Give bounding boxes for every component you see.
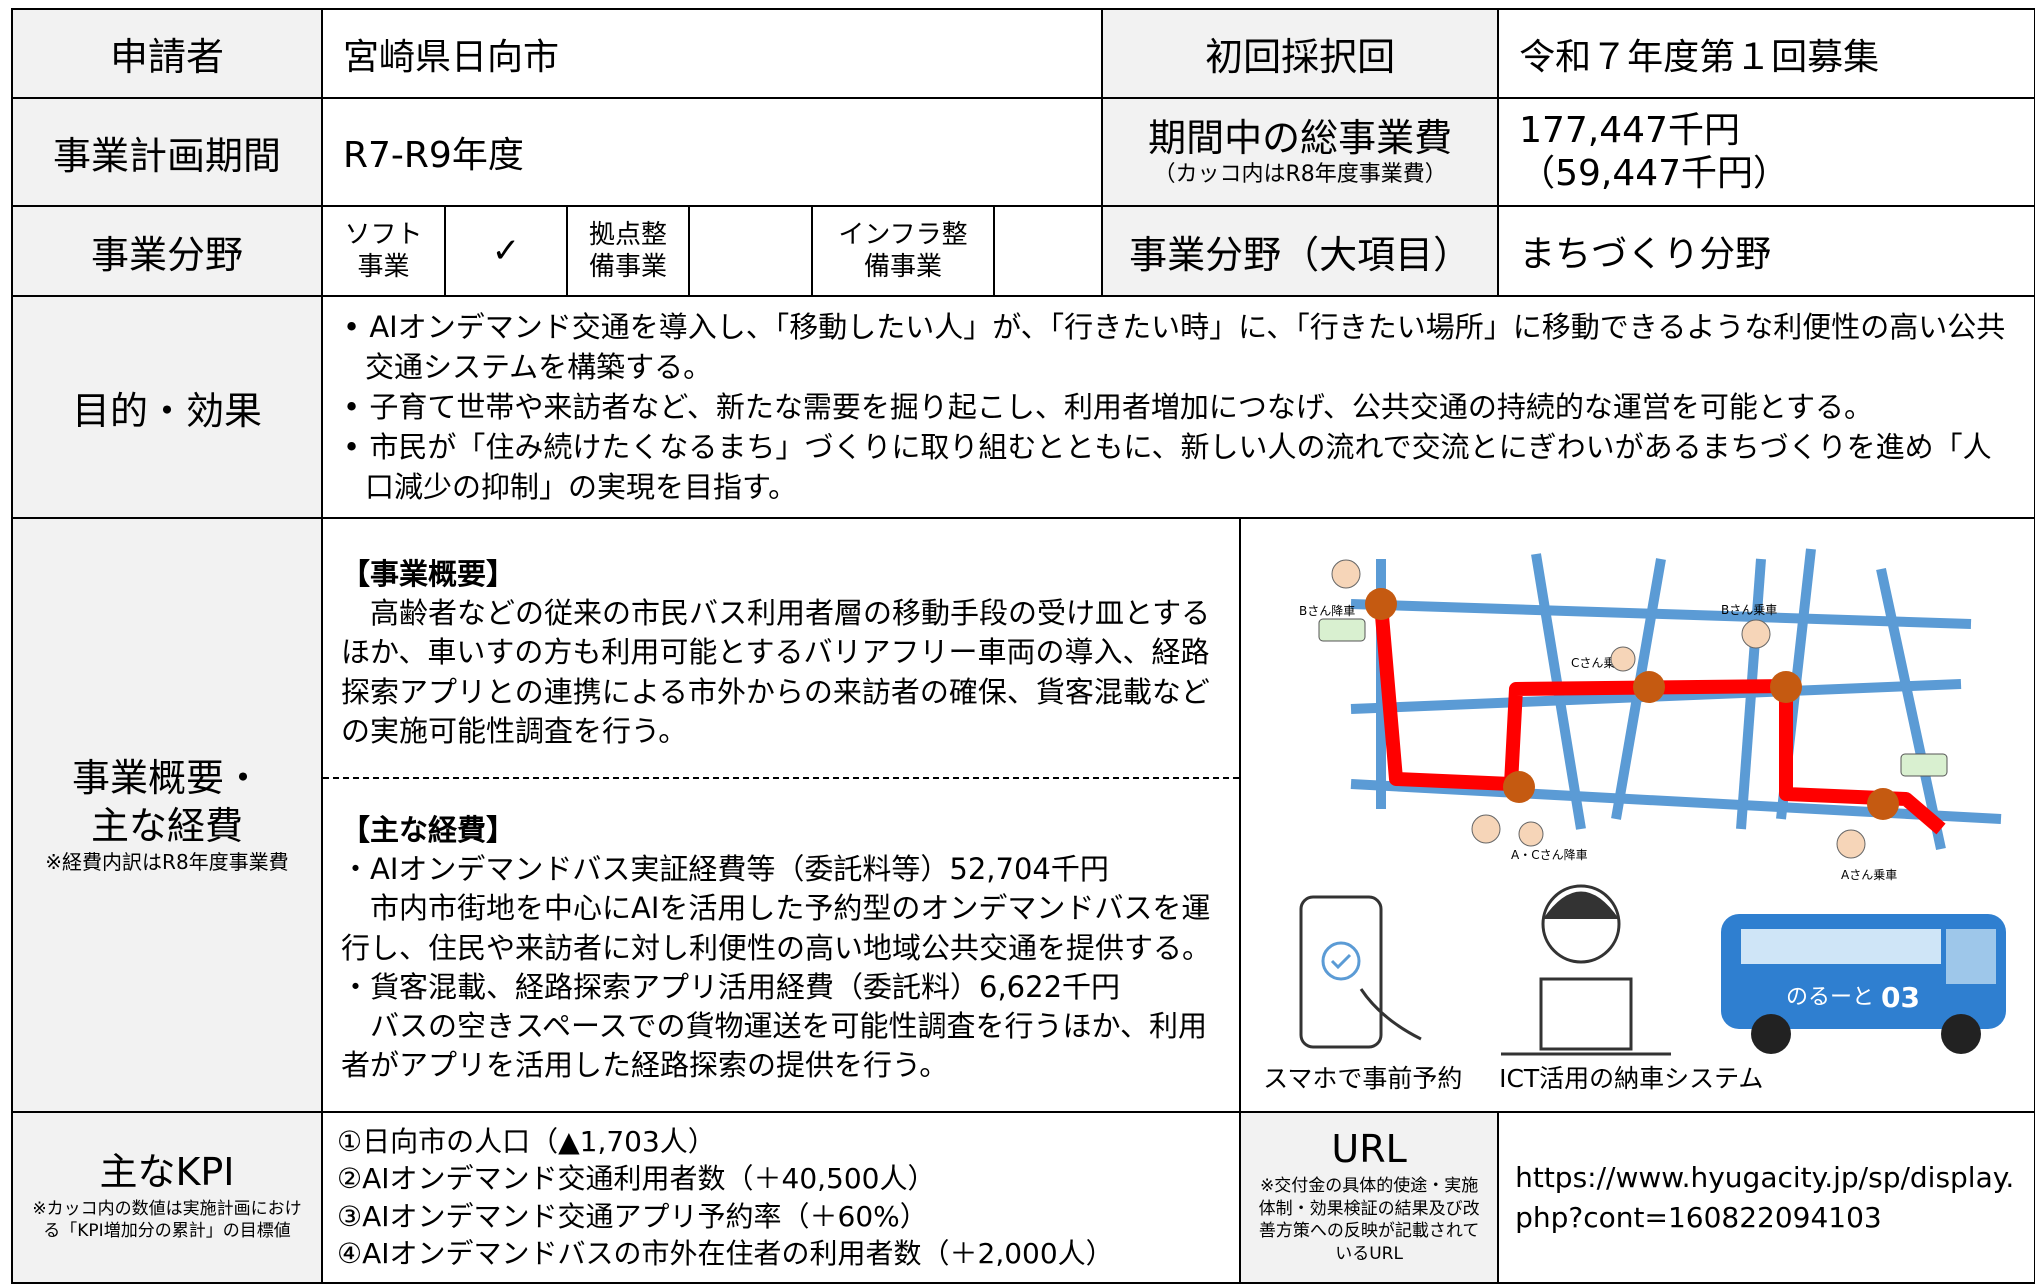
overview-label-cell: 事業概要・ 主な経費 ※経費内訳はR8年度事業費: [11, 517, 323, 1114]
purpose-item: 市民が「住み続けたくなるまち」づくりに取り組むとともに、新しい人の流れで交流とに…: [343, 427, 2014, 507]
caption-smartphone: スマホで事前予約: [1263, 1064, 1463, 1094]
field-soft-label: ソフト事業: [321, 205, 446, 297]
purpose-label: 目的・効果: [11, 294, 323, 520]
total-cost-note: （カッコ内はR8年度事業費）: [1153, 162, 1447, 188]
field-hub-label: 拠点整備事業: [566, 205, 690, 297]
summary-title: 【事業概要】: [341, 557, 516, 592]
period-label: 事業計画期間: [11, 97, 323, 207]
field-soft-check: ✓: [444, 205, 568, 297]
purpose-item: AIオンデマンド交通を導入し、「移動したい人」が、「行きたい時」に、「行きたい場…: [343, 307, 2014, 387]
total-cost-label: 期間中の総事業費: [1148, 115, 1453, 160]
bus-text: のるーと: [1786, 985, 1874, 1010]
operator-icon: [1501, 884, 1672, 1056]
cost-title: 【主な経費】: [341, 813, 516, 848]
kpi-item: ②AIオンデマンド交通利用者数（＋40,500人）: [337, 1162, 936, 1196]
kpi-item: ③AIオンデマンド交通アプリ予約率（＋60%）: [337, 1199, 928, 1233]
field-label: 事業分野: [11, 205, 323, 297]
caption-ict: ICT活用の納車システム: [1499, 1064, 1764, 1094]
overview-cell: 【事業概要】 高齢者などの従来の市民バス利用者層の移動手段の受け皿とするほか、車…: [320, 517, 1242, 1114]
overview-label-note: ※経費内訳はR8年度事業費: [45, 850, 289, 875]
cost-item-1-text: 市内市街地を中心にAIを活用した予約型のオンデマンドバスを運行し、住民や来訪者に…: [341, 891, 1212, 965]
kpi-label-cell: 主なKPI ※カッコ内の数値は実施計画における「KPI増加分の累計」の目標値: [11, 1111, 323, 1284]
total-cost-label-cell: 期間中の総事業費 （カッコ内はR8年度事業費）: [1101, 97, 1500, 207]
first-adoption-label: 初回採択回: [1101, 8, 1500, 99]
kpi-note: ※カッコ内の数値は実施計画における「KPI増加分の累計」の目標値: [32, 1198, 302, 1242]
field-hub-check: [688, 205, 813, 297]
first-adoption-value: 令和７年度第１回募集: [1497, 8, 2035, 99]
url-note: ※交付金の具体的使途・実施体制・効果検証の結果及び改善方策への反映が記載されてい…: [1258, 1175, 1480, 1265]
mini-bus-icon: [1318, 618, 1948, 777]
section-divider: [323, 777, 1240, 780]
project-sheet: 申請者 宮崎県日向市 初回採択回 令和７年度第１回募集 事業計画期間 R7-R9…: [11, 8, 2035, 1284]
cost-item-2: ・貨客混載、経路探索アプリ活用経費（委託料）6,622千円: [341, 969, 1121, 1004]
person-icon: [1331, 559, 1866, 859]
map-label: Bさん降車: [1299, 604, 1355, 618]
purpose-list: AIオンデマンド交通を導入し、「移動したい人」が、「行きたい時」に、「行きたい場…: [323, 297, 2034, 517]
cost-section: 【主な経費】 ・AIオンデマンドバス実証経費等（委託料等）52,704千円 市内…: [323, 779, 1239, 1085]
period-value: R7-R9年度: [320, 97, 1104, 207]
kpi-label: 主なKPI: [99, 1149, 235, 1194]
stops: [1365, 588, 1900, 821]
kpi-list: ①日向市の人口（▲1,703人） ②AIオンデマンド交通利用者数（＋40,500…: [320, 1111, 1242, 1284]
summary-section: 【事業概要】 高齢者などの従来の市民バス利用者層の移動手段の受け皿とするほか、車…: [323, 519, 1239, 777]
major-field-value: まちづくり分野: [1497, 205, 2035, 297]
applicant-value: 宮崎県日向市: [320, 8, 1104, 99]
illustration: Bさん降車 Bさん乗車 Cさん乗車 A・Cさん降車 Aさん乗車: [1299, 548, 2007, 1056]
map-label: A・Cさん降車: [1511, 848, 1588, 862]
major-field-label: 事業分野（大項目）: [1101, 205, 1500, 297]
purpose-item: 子育て世帯や来訪者など、新たな需要を掘り起こし、利用者増加につなげ、公共交通の持…: [343, 387, 2014, 427]
summary-text: 高齢者などの従来の市民バス利用者層の移動手段の受け皿とするほか、車いすの方も利用…: [341, 596, 1211, 748]
total-cost-value-2: （59,447千円）: [1519, 153, 1790, 194]
bus-number: 03: [1881, 981, 1920, 1014]
overview-label-2: 主な経費: [90, 803, 243, 848]
overview-label-1: 事業概要・: [71, 756, 262, 801]
map-label: Aさん乗車: [1841, 868, 1897, 882]
map-label: Bさん乗車: [1721, 603, 1777, 617]
bus-route: [1374, 603, 1946, 835]
illustration-cell: Bさん降車 Bさん乗車 Cさん乗車 A・Cさん降車 Aさん乗車: [1239, 517, 2035, 1114]
url-label-cell: URL ※交付金の具体的使途・実施体制・効果検証の結果及び改善方策への反映が記載…: [1239, 1111, 1500, 1284]
kpi-item: ①日向市の人口（▲1,703人）: [337, 1125, 716, 1159]
cost-item-1: ・AIオンデマンドバス実証経費等（委託料等）52,704千円: [341, 852, 1109, 887]
total-cost-value-1: 177,447千円: [1519, 109, 1740, 151]
applicant-label: 申請者: [11, 8, 323, 99]
cost-item-2-text: バスの空きスペースでの貨物運送を可能性調査を行うほか、利用者がアプリを活用した経…: [341, 1008, 1207, 1082]
field-infra-check: [992, 205, 1104, 297]
total-cost-value: 177,447千円 （59,447千円）: [1497, 97, 2035, 207]
purpose-cell: AIオンデマンド交通を導入し、「移動したい人」が、「行きたい時」に、「行きたい場…: [320, 294, 2035, 520]
field-infra-label: インフラ整備事業: [811, 205, 995, 297]
bus-photo: のるーと 03: [1721, 914, 2007, 1055]
smartphone-icon: [1299, 895, 1422, 1049]
url-label: URL: [1331, 1126, 1407, 1171]
kpi-item: ④AIオンデマンドバスの市外在住者の利用者数（＋2,000人）: [337, 1236, 1114, 1270]
url-link[interactable]: https://www.hyugacity.jp/sp/display.php?…: [1497, 1111, 2035, 1284]
